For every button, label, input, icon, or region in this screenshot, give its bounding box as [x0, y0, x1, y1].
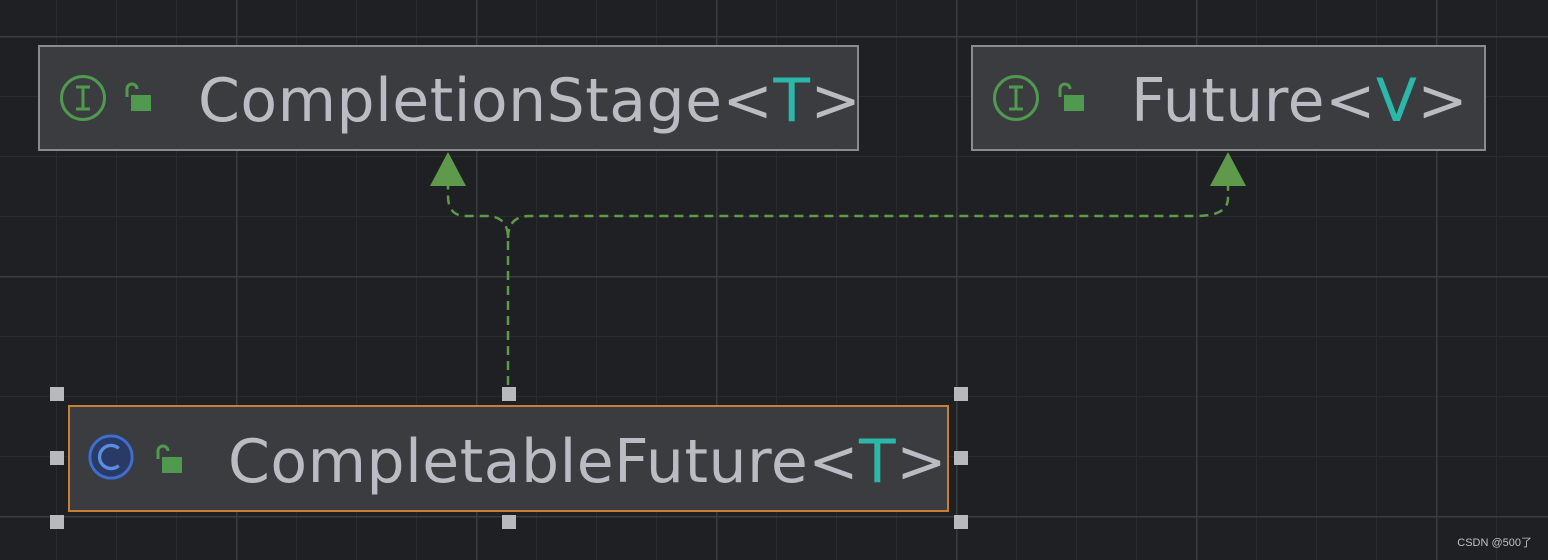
generic-open: < [722, 66, 774, 136]
generic-open: < [808, 427, 860, 497]
arrowhead-completionstage [430, 152, 466, 186]
generic-close: > [810, 66, 862, 136]
generic-close: > [896, 427, 947, 497]
type-parameter: V [1375, 66, 1418, 136]
arrowhead-future [1210, 152, 1246, 186]
public-lock-icon [125, 82, 151, 111]
resize-handle-bottom-left[interactable] [50, 515, 64, 529]
public-lock-icon [156, 444, 182, 473]
interface-icon [60, 75, 106, 121]
resize-handle-top-right[interactable] [954, 387, 968, 401]
node-label: Future<V> [1131, 71, 1468, 131]
class-name: CompletableFuture [228, 427, 809, 497]
watermark: CSDN @500了 [1457, 537, 1532, 549]
generic-close: > [1417, 66, 1469, 136]
resize-handle-bottom-center[interactable] [502, 515, 516, 529]
edge-to-future [506, 184, 1230, 239]
interface-icon [993, 75, 1039, 121]
resize-handle-middle-right[interactable] [954, 451, 968, 465]
node-completionstage[interactable]: CompletionStage<T> [38, 45, 861, 151]
class-name: CompletionStage [198, 66, 723, 136]
resize-handle-top-center[interactable] [502, 387, 516, 401]
public-lock-icon [1058, 82, 1084, 111]
resize-handle-middle-left[interactable] [50, 451, 64, 465]
class-icon [87, 433, 135, 481]
edge-to-completionstage [446, 184, 510, 400]
node-completablefuture[interactable]: CompletableFuture<T> [68, 405, 949, 512]
generic-open: < [1325, 66, 1376, 136]
node-future[interactable]: Future<V> [971, 45, 1486, 151]
type-parameter: T [773, 66, 811, 136]
class-name: Future [1131, 66, 1326, 136]
resize-handle-bottom-right[interactable] [954, 515, 968, 529]
type-parameter: T [859, 427, 897, 497]
node-label: CompletableFuture<T> [228, 432, 947, 492]
resize-handle-top-left[interactable] [50, 387, 64, 401]
node-label: CompletionStage<T> [198, 71, 861, 131]
